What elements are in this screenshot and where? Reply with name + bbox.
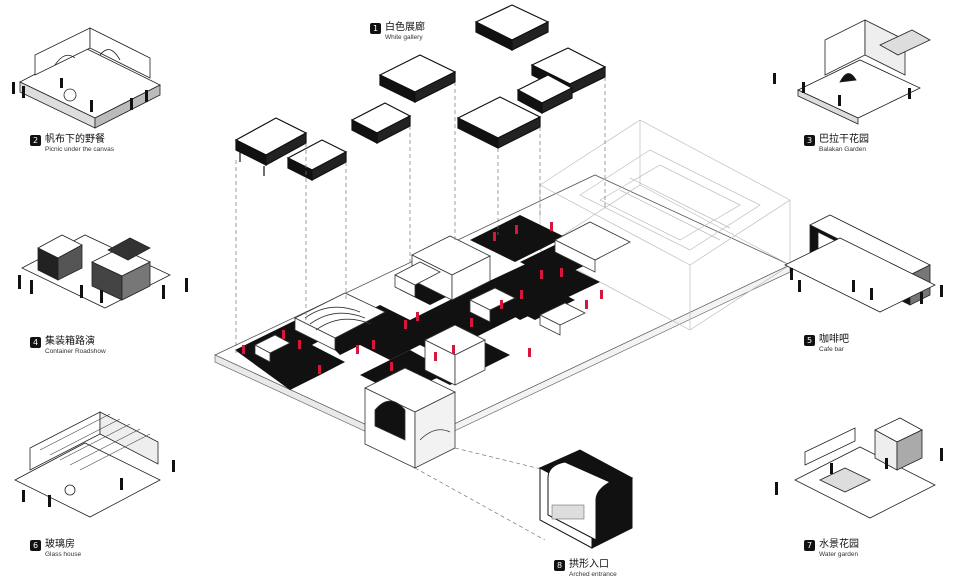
glass-house-vignette — [14, 411, 161, 518]
visitor-figures-red — [242, 222, 603, 374]
picnic-figures — [12, 78, 148, 112]
marker-icon: 5 — [804, 335, 815, 346]
white-gallery-roofs — [234, 4, 607, 181]
balakan-figures — [773, 73, 911, 106]
arched-entrance-model — [538, 449, 634, 549]
glass-house-figures — [22, 460, 175, 507]
water-garden-vignette — [794, 417, 936, 519]
container-figures — [18, 275, 188, 303]
marker-icon: 1 — [370, 23, 381, 34]
entrance-volume — [364, 367, 456, 469]
marker-icon: 2 — [30, 135, 41, 146]
cafe-figures — [790, 268, 943, 304]
water-garden-figures — [775, 448, 943, 495]
existing-building-outline — [539, 119, 791, 331]
main-site-plan — [214, 119, 791, 469]
container-vignette — [21, 234, 171, 309]
marker-icon: 6 — [30, 540, 41, 551]
picnic-vignette — [19, 27, 161, 129]
projection-lines — [235, 77, 606, 541]
marker-icon: 3 — [804, 135, 815, 146]
cafe-vignette — [784, 214, 936, 313]
marker-icon: 8 — [554, 560, 565, 571]
balakan-vignette — [797, 19, 931, 125]
marker-icon: 7 — [804, 540, 815, 551]
plan-volumes — [254, 221, 631, 386]
marker-icon: 4 — [30, 337, 41, 348]
